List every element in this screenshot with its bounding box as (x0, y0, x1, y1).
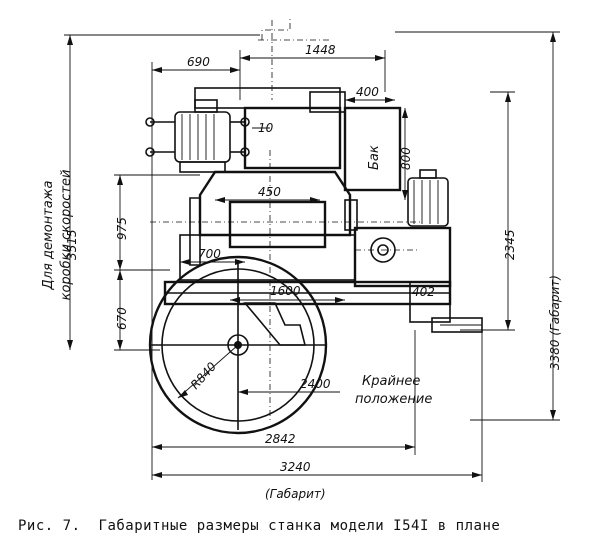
dim-402-label: 402 (412, 285, 435, 299)
tank: Бак (343, 106, 402, 192)
upper-housing (194, 87, 346, 170)
dim-3380: 3380 (Габарит) (395, 31, 562, 421)
tank-label: Бак (367, 145, 382, 170)
dim-2345: 2345 (460, 91, 517, 331)
dim-1600-label: 1600 (270, 284, 301, 298)
dim-r840: R840 (177, 344, 239, 399)
dim-450: 450 (215, 185, 320, 203)
dim-975-670: 975 670 (114, 174, 200, 351)
dim-2842-label: 2842 (265, 432, 296, 446)
figure-caption-text: Габаритные размеры станка модели I54I в … (98, 518, 501, 534)
top-dashed-outline (258, 16, 330, 100)
dim-3240-note: (Габарит) (265, 487, 326, 501)
dim-1448: 1448 (239, 43, 386, 100)
dim-3240-label: 3240 (280, 460, 311, 474)
dim-800-label: 800 (399, 147, 413, 170)
table-bed (163, 280, 483, 333)
dim-800: 800 (399, 108, 413, 200)
figure-caption: Рис. 7. Габаритные размеры станка модели … (18, 518, 588, 534)
dim-400: 400 (345, 85, 395, 103)
motor-top-left (145, 99, 250, 173)
dim-1448-label: 1448 (305, 43, 336, 57)
dim-3515-label: 3515 (65, 229, 79, 260)
dim-690-label: 690 (187, 55, 210, 69)
dim-450-label: 450 (258, 185, 281, 199)
figure-label: Рис. 7. (18, 518, 81, 534)
extreme-position-line-1: Крайнее (362, 374, 420, 389)
dim-2345-label: 2345 (503, 229, 517, 260)
dim-975-label: 975 (115, 217, 129, 240)
side-note-line-1: Для демонтажа (41, 181, 56, 291)
dim-690: 690 (151, 55, 240, 480)
dim-2400-label: 2400 (300, 377, 331, 391)
dim-3515: 3515 (64, 34, 260, 350)
dim-2400: 2400 (238, 377, 340, 395)
dim-700-label: 700 (198, 247, 221, 261)
motor-right (353, 169, 452, 288)
dim-400-label: 400 (356, 85, 379, 99)
dim-3380-label: 3380 (Габарит) (548, 275, 562, 370)
dim-670-label: 670 (115, 307, 129, 330)
dim-2842: 2842 (152, 330, 416, 455)
dim-r840-label: R840 (188, 359, 220, 392)
machine-plan-drawing: Для демонтажа коробки скоростей 3515 975… (41, 16, 562, 501)
dim-3240: 3240 (Габарит) (152, 330, 483, 501)
gearbox (150, 150, 420, 420)
extreme-position-line-2: положение (355, 392, 432, 407)
